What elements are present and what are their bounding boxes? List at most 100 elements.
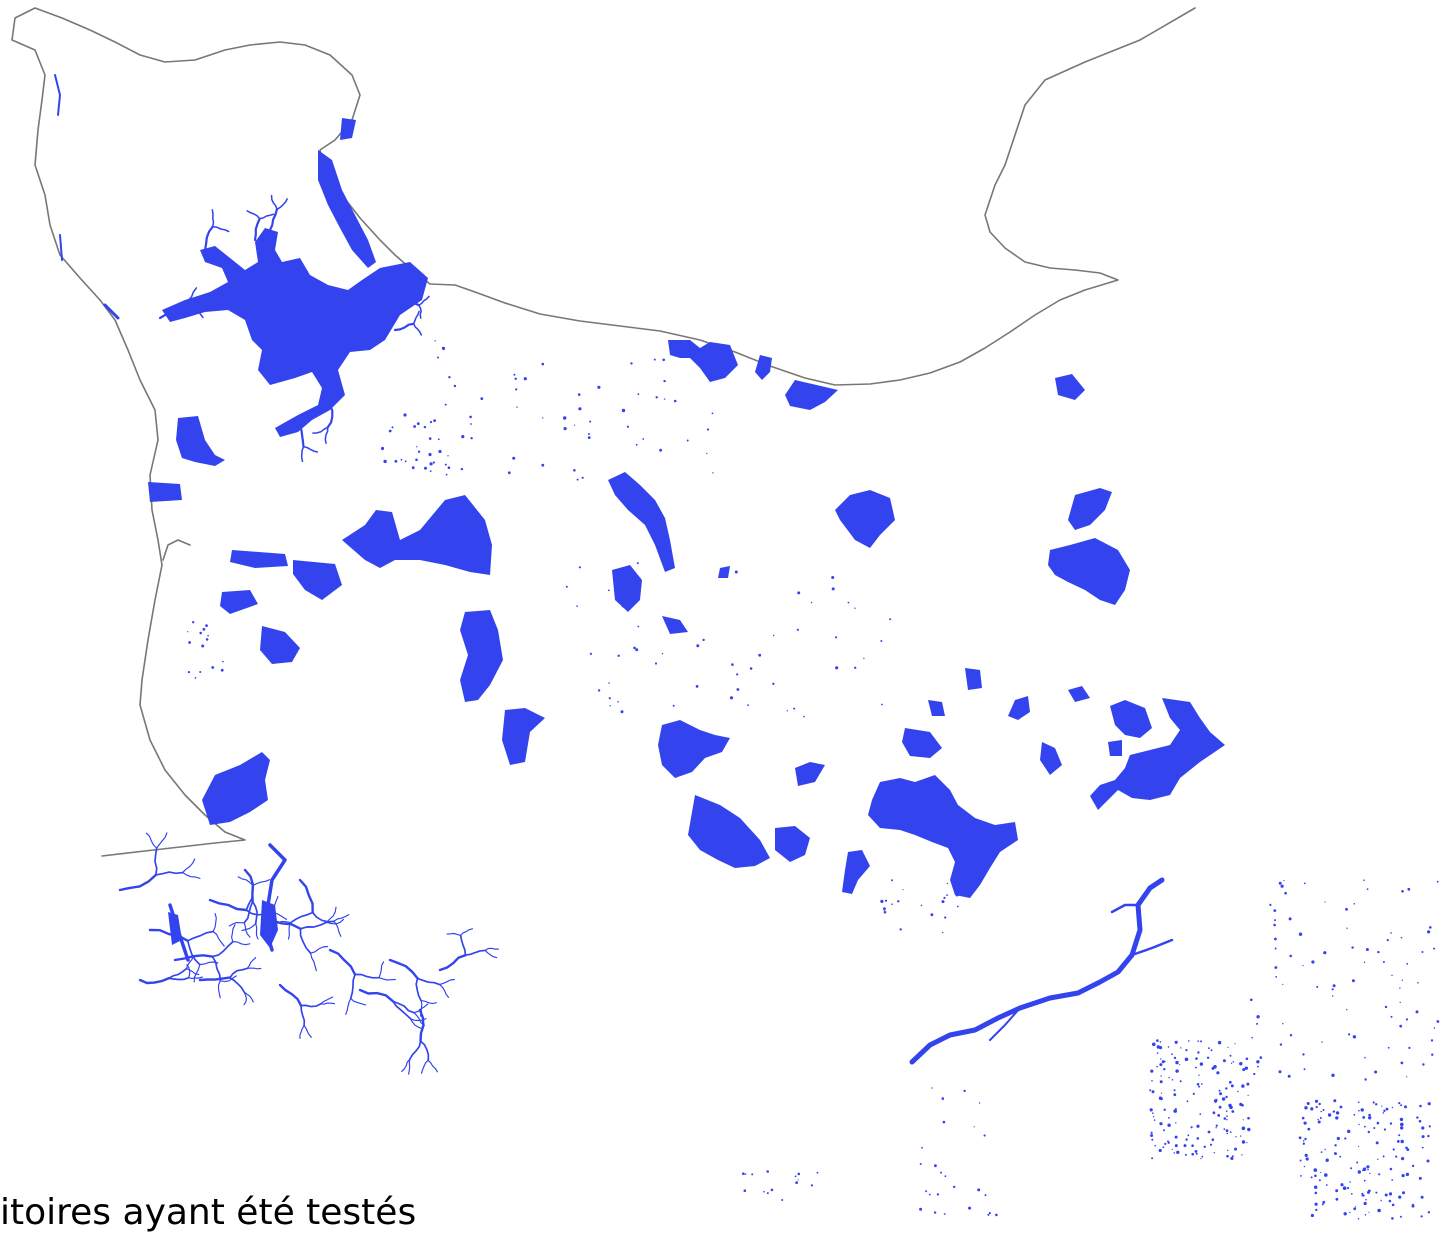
basin-stream [418, 1008, 425, 1043]
water-dot [1314, 1099, 1319, 1103]
basin-stream [154, 847, 158, 876]
water-dot [1168, 1117, 1170, 1119]
water-dot [1159, 1063, 1163, 1067]
water-dot [1256, 1015, 1260, 1019]
water-dot [609, 705, 611, 707]
water-dot [461, 435, 465, 439]
water-dot [1363, 1201, 1367, 1206]
basin-stream [420, 1059, 429, 1074]
territory-far-east-1 [1110, 700, 1152, 738]
water-dot [786, 710, 788, 712]
water-dot [1149, 1089, 1152, 1092]
territory-center-west-4 [260, 626, 300, 664]
water-dot [1150, 1069, 1154, 1073]
basin-stream [460, 928, 474, 937]
water-dot [1174, 1144, 1178, 1148]
water-dot [1156, 1065, 1158, 1068]
water-dot [1387, 1046, 1390, 1049]
water-dot [1305, 1157, 1309, 1161]
basin-stream [408, 1040, 422, 1061]
water-dot [897, 900, 900, 903]
water-dot [1307, 1127, 1311, 1131]
water-dot [1314, 1191, 1318, 1195]
water-dot [1179, 1080, 1182, 1083]
water-dot [1228, 1103, 1232, 1108]
water-dot [1167, 1046, 1170, 1048]
water-dot [1242, 1068, 1246, 1072]
basin-stream [217, 980, 221, 999]
basin-stream [186, 964, 191, 979]
water-dot [447, 455, 449, 457]
territory-south-3 [842, 850, 870, 894]
basin-stream [459, 934, 467, 957]
north-tributary [253, 217, 261, 242]
water-dot [1360, 1108, 1364, 1112]
water-dot [686, 439, 689, 442]
water-dot [883, 910, 887, 914]
water-dot [863, 657, 865, 660]
water-dot [1401, 1157, 1405, 1161]
basin-stream [232, 941, 251, 946]
water-dot [1160, 1075, 1162, 1077]
water-dot [1176, 1150, 1180, 1155]
water-dot [1200, 1040, 1202, 1043]
basin-stream [228, 922, 245, 927]
water-dot [744, 1173, 747, 1175]
water-dot [1405, 1172, 1410, 1177]
basin-stream [310, 945, 329, 954]
water-dot [1289, 954, 1292, 958]
water-dot [1241, 1140, 1246, 1144]
territory-north-east-3 [785, 380, 838, 410]
water-dot [436, 356, 439, 359]
water-dot [659, 448, 662, 452]
water-dot [438, 449, 442, 454]
water-dot [933, 1211, 937, 1214]
water-dot [1241, 1126, 1246, 1131]
water-dot [706, 452, 708, 455]
water-dot [1167, 1141, 1170, 1144]
water-dot [1373, 1127, 1376, 1129]
water-dot [835, 666, 839, 670]
water-dot [400, 458, 403, 461]
water-dot [1401, 1174, 1405, 1178]
basin-stream [345, 997, 352, 1015]
water-dot [1400, 1104, 1403, 1107]
water-dot [1391, 1203, 1395, 1207]
water-dot [930, 913, 934, 917]
basin-stream [320, 1002, 336, 1005]
water-dot [1333, 1152, 1337, 1155]
north-tributary [326, 403, 334, 429]
water-dot [383, 459, 387, 464]
basin-stream [415, 977, 422, 1002]
basin-stream [243, 868, 255, 903]
basin-stream [333, 914, 350, 922]
water-dot [1222, 1059, 1226, 1063]
basin-stream [354, 973, 380, 979]
water-dot [1269, 903, 1272, 907]
water-dot [1398, 1134, 1401, 1137]
water-dot [1161, 1060, 1165, 1064]
water-dot [1245, 1057, 1249, 1061]
water-dot [718, 351, 721, 354]
water-dot [1361, 1194, 1364, 1197]
water-dot [1228, 1080, 1232, 1084]
water-dot [1427, 930, 1431, 934]
territory-north-tip [340, 118, 356, 140]
water-dot [388, 429, 392, 433]
south-east-tributary [989, 1007, 1021, 1041]
water-dot [1230, 1062, 1233, 1065]
water-dot [1152, 1116, 1155, 1118]
water-dot [1223, 1128, 1226, 1130]
water-dot [1334, 1144, 1337, 1147]
water-dot [576, 605, 578, 607]
water-dot [444, 403, 447, 406]
water-dot [956, 905, 959, 908]
water-dot [1274, 937, 1277, 941]
water-dot [1196, 1124, 1200, 1128]
north-tributary [324, 426, 329, 444]
territory-center-west-1 [230, 550, 288, 568]
water-dot [1323, 951, 1327, 955]
water-dot [202, 627, 206, 631]
water-dot [433, 419, 436, 422]
water-dot [1398, 1195, 1402, 1199]
